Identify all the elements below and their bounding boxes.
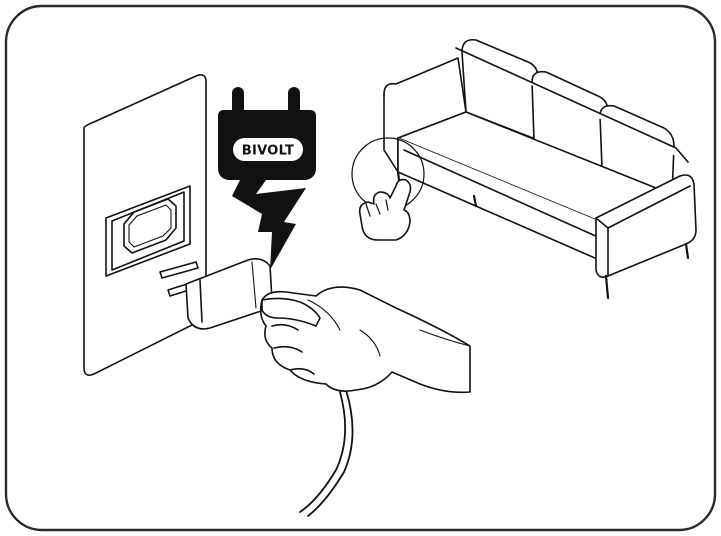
wall-outlet-icon <box>84 75 206 375</box>
pointing-hand-icon <box>360 180 411 240</box>
hand-holding-plug-icon <box>160 259 470 516</box>
bivolt-plug-icon: BIVOLT <box>218 87 316 180</box>
bivolt-label: BIVOLT <box>242 144 294 159</box>
lightning-bolt-icon <box>232 180 306 270</box>
sofa-icon <box>384 40 696 298</box>
